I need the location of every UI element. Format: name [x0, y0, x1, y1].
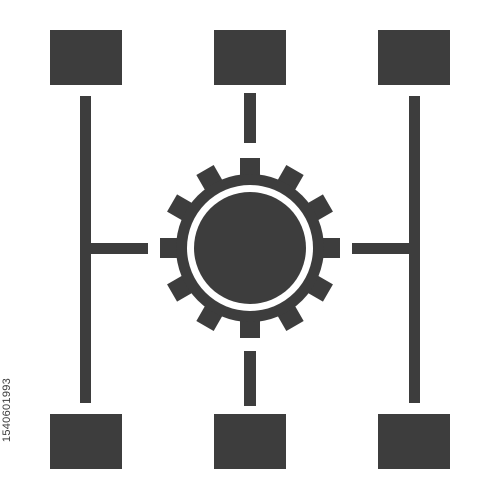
left-vertical-line	[80, 96, 91, 403]
top-center-box	[214, 30, 286, 85]
right-vertical-line	[409, 96, 420, 403]
side-id-text-container: 1540601993	[0, 350, 14, 470]
gear-icon	[160, 158, 340, 338]
left-horizontal-line	[91, 243, 148, 254]
bottom-right-box	[378, 414, 450, 469]
top-left-box	[50, 30, 122, 85]
top-right-box	[378, 30, 450, 85]
right-horizontal-line	[352, 243, 409, 254]
side-id-text: 1540601993	[1, 377, 13, 443]
bottom-left-box	[50, 414, 122, 469]
center-top-line	[244, 93, 256, 143]
bottom-center-box	[214, 414, 286, 469]
gear-hub	[194, 192, 306, 304]
center-bottom-line	[244, 351, 256, 406]
